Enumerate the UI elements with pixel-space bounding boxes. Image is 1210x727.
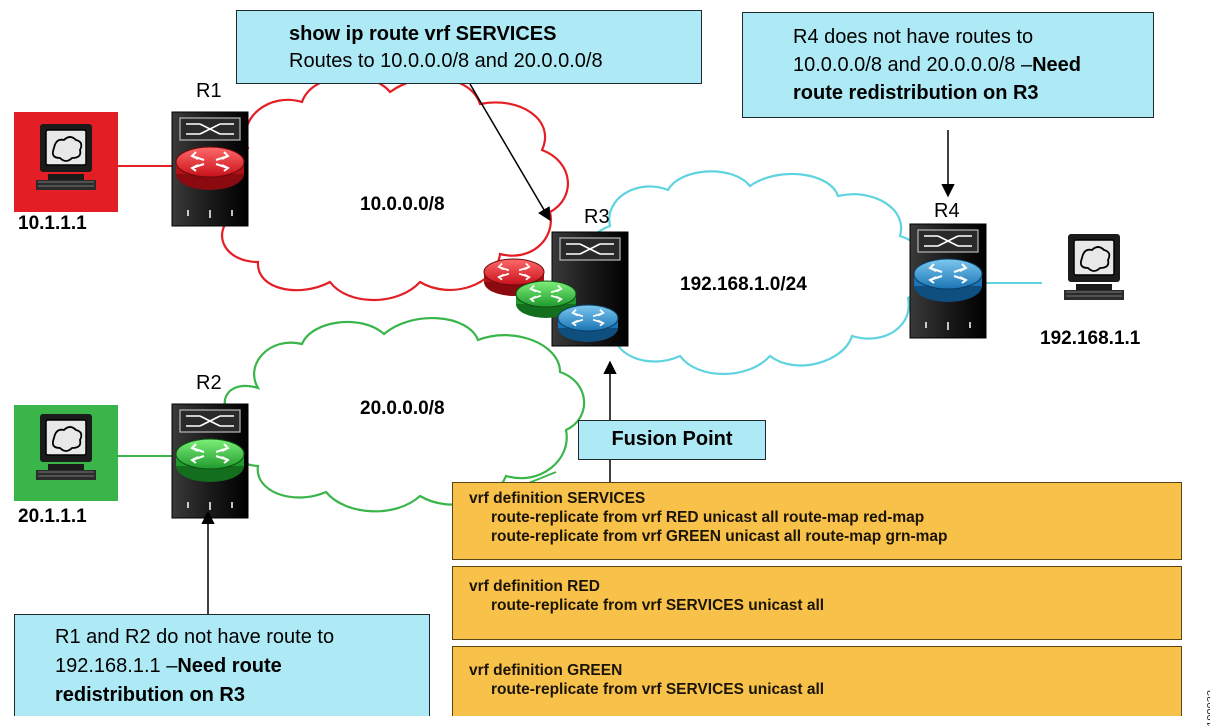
host-red-workstation-icon	[14, 112, 118, 212]
host-green-workstation-icon	[14, 405, 118, 501]
r12-note-line2: 192.168.1.1 –	[55, 655, 178, 677]
r12-note-line3: redistribution on R3	[55, 684, 245, 706]
r1-r2-routes-callout: R1 and R2 do not have route to 192.168.1…	[14, 614, 430, 716]
figure-id: 199932	[1206, 690, 1210, 727]
r12-note-line2-bold: Need route	[177, 655, 282, 677]
host-green-ip: 20.1.1.1	[18, 506, 87, 527]
config-green-header: vrf definition GREEN	[469, 662, 623, 679]
config-green-line1: route-replicate from vrf SERVICES unicas…	[491, 681, 825, 698]
host-blue-ip: 192.168.1.1	[1040, 328, 1141, 349]
config-vrf-red: vrf definition RED route-replicate from …	[452, 566, 1182, 640]
r4-multilayer-switch-icon	[909, 223, 987, 339]
r2-label: R2	[196, 372, 222, 394]
net-red-label: 10.0.0.0/8	[360, 194, 445, 215]
config-red-header: vrf definition RED	[469, 578, 600, 595]
r4-note-line1: R4 does not have routes to	[793, 26, 1034, 48]
r12-note-line1: R1 and R2 do not have route to	[55, 626, 335, 648]
config-red-line1: route-replicate from vrf SERVICES unicas…	[491, 597, 825, 614]
config-services-line2: route-replicate from vrf GREEN unicast a…	[491, 528, 948, 545]
r3-label: R3	[584, 206, 610, 228]
r4-note-line3: route redistribution on R3	[793, 82, 1039, 104]
host-red-ip: 10.1.1.1	[18, 213, 87, 234]
net-green-label: 20.0.0.0/8	[360, 398, 445, 419]
host-blue-workstation-icon	[1063, 233, 1125, 301]
config-services-header: vrf definition SERVICES	[469, 490, 646, 507]
r4-note-line2-bold: Need	[1032, 54, 1081, 76]
r3-green-vrf-router-icon	[515, 280, 577, 318]
config-services-line1: route-replicate from vrf RED unicast all…	[491, 509, 925, 526]
r2-multilayer-switch-icon	[171, 403, 249, 519]
r3-blue-vrf-router-icon	[557, 304, 619, 342]
config-vrf-green: vrf definition GREEN route-replicate fro…	[452, 646, 1182, 716]
show-command-callout: show ip route vrf SERVICES Routes to 10.…	[236, 10, 702, 84]
r1-label: R1	[196, 80, 222, 102]
config-vrf-services: vrf definition SERVICES route-replicate …	[452, 482, 1182, 560]
net-blue-label: 192.168.1.0/24	[680, 274, 807, 295]
green-cloud	[223, 316, 586, 513]
fusion-point-label: Fusion Point	[611, 428, 733, 450]
r4-routes-callout: R4 does not have routes to 10.0.0.0/8 an…	[742, 12, 1154, 118]
r1-multilayer-switch-icon	[171, 111, 249, 227]
arrow-show-cmd-to-r3	[469, 83, 551, 222]
r4-note-line2: 10.0.0.0/8 and 20.0.0.0/8 –	[793, 54, 1033, 76]
fusion-point-callout: Fusion Point	[578, 420, 766, 460]
r4-label: R4	[934, 200, 960, 222]
show-command-text: show ip route vrf SERVICES	[289, 23, 557, 45]
show-command-result: Routes to 10.0.0.0/8 and 20.0.0.0/8	[289, 50, 603, 72]
blue-cloud	[580, 170, 929, 375]
